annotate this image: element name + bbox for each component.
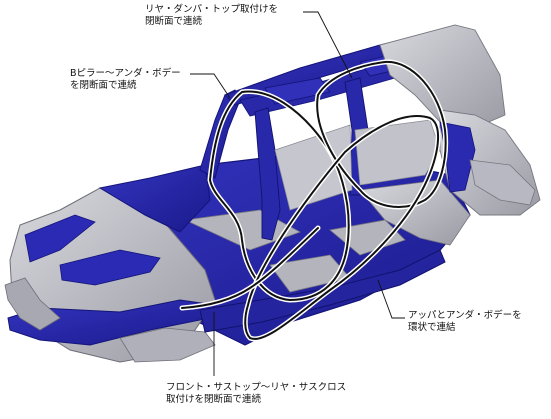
callout-upper-under-line2: 環状で連結 [408,322,456,333]
callout-upper-under: アッパとアンダ・ボデーを 環状で連結 [408,310,522,334]
callout-rear-damper-line2: 閉断面で連続 [145,16,203,27]
leader-rear-damper [303,11,353,79]
front-bulkhead [98,164,211,233]
callout-rear-damper: リヤ・ダンパ・トップ取付けを 閉断面で連続 [145,4,278,28]
rear-end-panel [469,159,536,206]
ring-rear-damper [316,60,447,208]
leader-upper-under [377,279,405,319]
leader-b-pillar [190,73,231,99]
callout-upper-under-line1: アッパとアンダ・ボデーを [408,310,522,321]
ring-upper-under [244,115,440,340]
ring-lines [179,59,449,342]
leader-lines [190,11,405,376]
callout-front-strut-line1: フロント・サストップ〜リヤ・サスクロス [166,382,347,393]
callout-b-pillar-line1: Bピラー〜アンダ・ボデー [70,68,181,79]
ring-front-strut [181,227,319,309]
front-side-member [24,214,96,263]
ring-b-pillar [209,90,350,301]
front-bumper-beam [4,277,61,331]
b-pillar [254,107,281,241]
callout-front-strut: フロント・サストップ〜リヤ・サスクロス 取付けを閉断面で連続 [166,382,346,406]
callout-b-pillar-line2: を閉断面で連続 [70,80,137,91]
callout-rear-damper-line1: リヤ・ダンパ・トップ取付けを [145,4,279,15]
callout-front-strut-line2: 取付けを閉断面で連続 [166,394,262,405]
front-lower-panel [119,327,216,363]
callout-b-pillar: Bピラー〜アンダ・ボデー を閉断面で連続 [70,68,181,92]
front-crossbar [59,249,161,286]
